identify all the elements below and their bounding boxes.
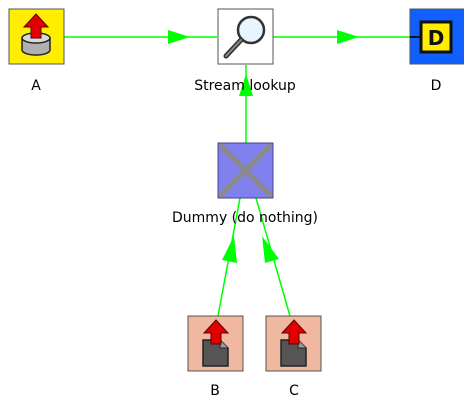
hop-arrowhead [222, 236, 237, 263]
file-input-icon [265, 315, 322, 372]
step-dummy[interactable]: Dummy (do nothing) [172, 142, 318, 226]
dummy-output-icon: D [409, 8, 464, 65]
magnifier-lookup-icon [217, 8, 274, 65]
hop-dummy-to-lookup[interactable] [239, 65, 253, 143]
hop-c-to-dummy[interactable] [255, 197, 291, 317]
hop-lookup-to-d[interactable] [273, 30, 410, 44]
hop-arrowhead [168, 30, 190, 44]
hop-a-to-lookup[interactable] [64, 30, 217, 44]
hop-arrowhead [239, 74, 253, 96]
step-b-label: B [210, 383, 220, 399]
step-a-label: A [31, 78, 41, 94]
step-d[interactable]: D D [409, 8, 464, 94]
step-a[interactable]: A [8, 8, 65, 94]
file-input-icon [187, 315, 244, 372]
hop-b-to-dummy[interactable] [217, 197, 241, 317]
step-c[interactable]: C [265, 315, 322, 399]
crossed-dummy-icon [217, 142, 274, 199]
step-dummy-label: Dummy (do nothing) [172, 210, 318, 226]
step-b[interactable]: B [187, 315, 244, 399]
svg-text:D: D [428, 26, 445, 50]
step-stream-lookup-label: Stream lookup [194, 78, 296, 94]
hop-arrowhead [337, 30, 359, 44]
step-c-label: C [289, 383, 299, 399]
step-d-label: D [431, 78, 442, 94]
table-input-icon [8, 8, 65, 65]
hops-layer [64, 30, 410, 317]
hop-arrowhead [262, 236, 279, 263]
step-stream-lookup[interactable]: Stream lookup [194, 8, 296, 94]
